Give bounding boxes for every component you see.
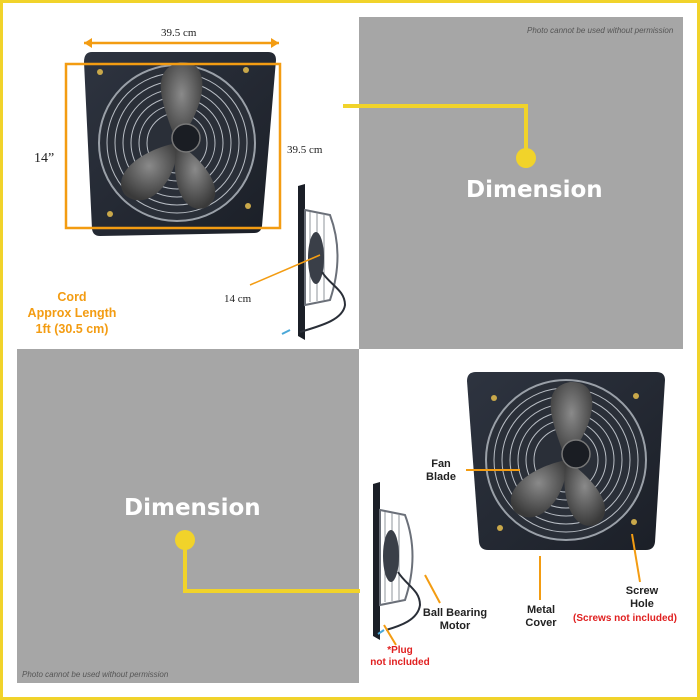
cord-length-note: Cord Approx Length 1ft (30.5 cm) <box>22 289 122 337</box>
fan-front-image-bottom <box>467 372 665 550</box>
dimension-box <box>64 62 282 230</box>
screw-hole-label-line1: Screw <box>625 585 659 597</box>
height-measurement: 39.5 cm <box>287 144 323 156</box>
screw-hole-label: Screw Hole <box>619 585 665 611</box>
depth-measurement: 14 cm <box>224 293 252 305</box>
panel-top-right <box>359 17 683 349</box>
metal-cover-label: Metal Cover <box>518 604 564 630</box>
motor-label: Ball Bearing Motor <box>420 607 490 633</box>
dimension-title-top: Dimension <box>466 177 603 203</box>
connector-dot-top <box>516 148 536 168</box>
panel-bottom-left <box>17 349 359 683</box>
fan-blade-label-line1: Fan <box>431 458 451 470</box>
motor-label-line2: Motor <box>439 620 471 632</box>
fan-side-image-bottom <box>373 482 422 640</box>
cord-line-1: Cord <box>57 290 87 304</box>
connector-top <box>343 104 528 158</box>
depth-arrow <box>249 254 321 286</box>
fan-blade-label-line2: Blade <box>426 471 456 483</box>
watermark-top: Photo cannot be used without permission <box>527 26 674 35</box>
screw-hole-label-line2: Hole <box>630 598 654 610</box>
dimension-title-bottom: Dimension <box>124 495 261 521</box>
connector-dot-bottom <box>175 530 195 550</box>
width-measurement: 39.5 cm <box>161 27 197 39</box>
motor-label-line1: Ball Bearing <box>422 607 488 619</box>
metal-cover-label-line2: Cover <box>525 617 557 629</box>
connector-bottom <box>183 540 360 593</box>
watermark-bottom: Photo cannot be used without permission <box>22 670 169 679</box>
metal-cover-label-line1: Metal <box>526 604 556 616</box>
plug-note-line2: not included <box>370 657 430 668</box>
callout-lines <box>383 469 641 646</box>
fan-side-image-top <box>281 184 347 340</box>
screws-not-included-note: (Screws not included) <box>573 613 677 624</box>
cord-line-2: Approx Length <box>27 306 117 320</box>
fan-front-image-top <box>84 52 276 236</box>
diameter-measurement: 14” <box>34 151 55 166</box>
plug-not-included-note: *Plug not included <box>366 645 434 669</box>
plug-note-line1: *Plug <box>387 645 413 656</box>
fan-blade-label: Fan Blade <box>418 458 464 484</box>
cord-line-3: 1ft (30.5 cm) <box>35 322 109 336</box>
